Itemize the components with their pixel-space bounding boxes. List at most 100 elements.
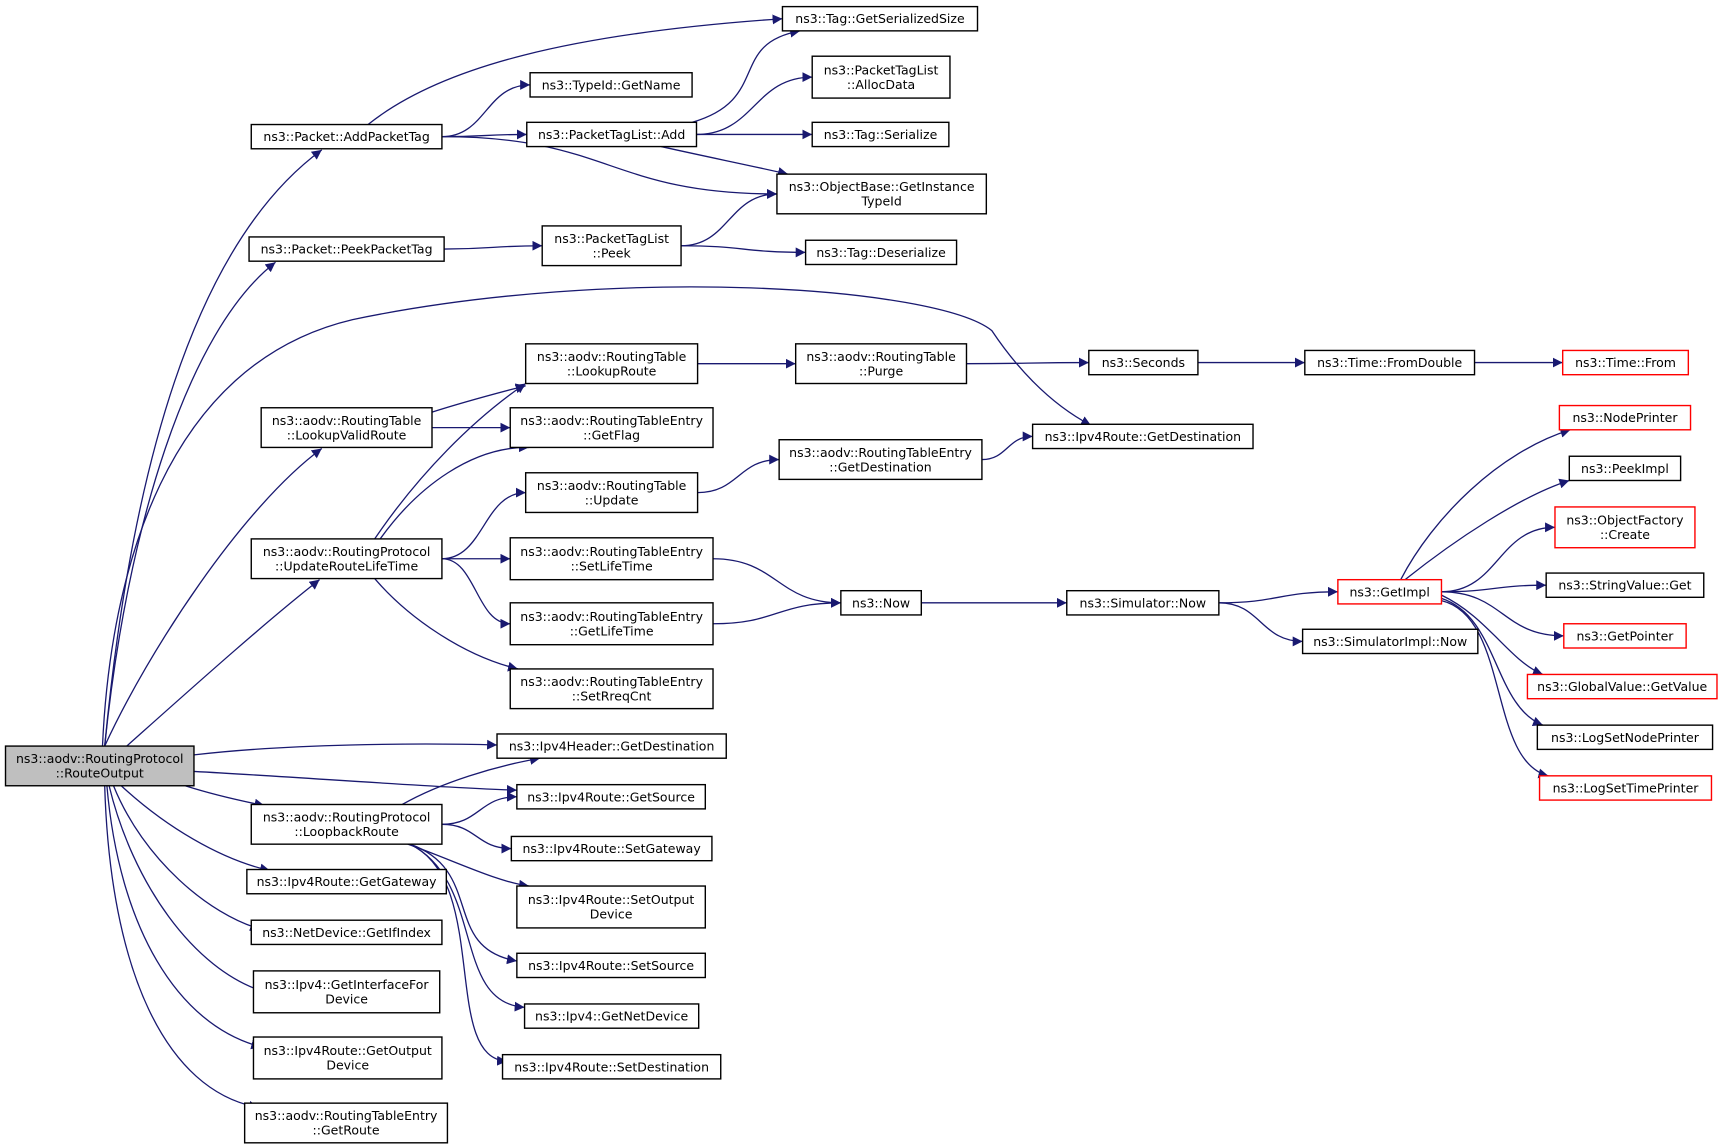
node-peekPacketTag[interactable]: ns3::Packet::PeekPacketTag	[248, 236, 445, 262]
node-ipv4HeaderGetDestination[interactable]: ns3::Ipv4Header::GetDestination	[496, 733, 727, 759]
node-allocData[interactable]: ns3::PacketTagList::AllocData	[811, 55, 951, 99]
node-label: ns3::TypeId::GetName	[542, 77, 681, 92]
node-ipv4RouteGetSource[interactable]: ns3::Ipv4Route::GetSource	[516, 783, 707, 810]
edge-line	[698, 454, 780, 493]
node-getLifeTime[interactable]: ns3::aodv::RoutingTableEntry::GetLifeTim…	[509, 602, 714, 646]
node-label: ns3::aodv::RoutingProtocol	[263, 544, 431, 559]
edge-getImpl-to-globalValueGetValue	[1441, 595, 1542, 676]
node-label: ns3::Tag::GetSerializedSize	[795, 11, 965, 26]
node-ipv4RouteGetGateway[interactable]: ns3::Ipv4Route::GetGateway	[246, 868, 448, 895]
node-box	[524, 472, 699, 514]
node-box	[1561, 349, 1690, 376]
node-updateRouteLifeTime[interactable]: ns3::aodv::RoutingProtocol::UpdateRouteL…	[250, 538, 443, 580]
node-label: ns3::aodv::RoutingTableEntry	[520, 413, 703, 428]
node-getImpl[interactable]: ns3::GetImpl	[1337, 578, 1443, 605]
node-fromDouble[interactable]: ns3::Time::FromDouble	[1304, 349, 1476, 376]
node-getFlag[interactable]: ns3::aodv::RoutingTableEntry::GetFlag	[509, 407, 714, 449]
node-logSetNodePrinter[interactable]: ns3::LogSetNodePrinter	[1536, 724, 1714, 751]
node-rtUpdate[interactable]: ns3::aodv::RoutingTable::Update	[524, 472, 699, 514]
node-label: Device	[590, 907, 633, 922]
node-setLifeTime[interactable]: ns3::aodv::RoutingTableEntry::SetLifeTim…	[509, 537, 714, 581]
node-packetTagListPeek[interactable]: ns3::PacketTagList::Peek	[541, 225, 682, 267]
node-box	[1526, 673, 1718, 700]
node-ipv4RouteSetSource[interactable]: ns3::Ipv4Route::SetSource	[516, 952, 707, 979]
edge-line	[105, 150, 322, 746]
node-ipv4RouteSetGateway[interactable]: ns3::Ipv4Route::SetGateway	[510, 835, 713, 862]
edge-line	[380, 442, 529, 538]
edge-line	[1441, 595, 1542, 676]
edge-line	[681, 189, 777, 246]
node-tagDeserialize[interactable]: ns3::Tag::Deserialize	[804, 239, 958, 266]
node-root[interactable]: ns3::aodv::RoutingProtocol::RouteOutput	[4, 745, 195, 787]
node-packetTagListAdd[interactable]: ns3::PacketTagList::Add	[526, 121, 698, 148]
node-lookupRoute[interactable]: ns3::aodv::RoutingTable::LookupRoute	[524, 343, 699, 385]
node-label: ns3::NetDevice::GetIfIndex	[262, 925, 431, 940]
node-timeFrom[interactable]: ns3::Time::From	[1561, 349, 1690, 376]
node-now[interactable]: ns3::Now	[840, 589, 923, 616]
node-getPointer[interactable]: ns3::GetPointer	[1563, 623, 1687, 649]
node-simulatorImplNow[interactable]: ns3::SimulatorImpl::Now	[1301, 628, 1479, 655]
node-tagGetSerializedSize[interactable]: ns3::Tag::GetSerializedSize	[781, 5, 979, 32]
node-ipv4RouteSetDestination[interactable]: ns3::Ipv4Route::SetDestination	[501, 1053, 722, 1080]
node-addPacketTag[interactable]: ns3::Packet::AddPacketTag	[250, 123, 443, 150]
edge-line	[442, 791, 517, 825]
edge-loopbackRoute-to-ipv4RouteSetGateway	[442, 824, 511, 854]
edge-simulatorNow-to-simulatorImplNow	[1219, 603, 1303, 647]
node-label: ns3::aodv::RoutingTable	[537, 478, 687, 493]
node-label: ::AllocData	[847, 77, 915, 92]
node-ipv4RouteGetDestination[interactable]: ns3::Ipv4Route::GetDestination	[1031, 423, 1254, 450]
node-label: ::Create	[1600, 527, 1650, 542]
edge-loopbackRoute-to-ipv4HeaderGetDestination	[402, 755, 540, 804]
node-rteGetDestination[interactable]: ns3::aodv::RoutingTableEntry::GetDestina…	[778, 439, 983, 481]
node-getIfIndex[interactable]: ns3::NetDevice::GetIfIndex	[250, 919, 443, 946]
node-box	[794, 343, 968, 385]
node-label: ns3::aodv::RoutingProtocol	[263, 810, 431, 825]
node-label: Device	[326, 1058, 369, 1073]
node-label: ns3::Ipv4Route::GetSource	[527, 789, 695, 804]
node-stringValueGet[interactable]: ns3::StringValue::Get	[1545, 572, 1705, 599]
node-box	[260, 407, 433, 449]
node-typeIdGetName[interactable]: ns3::TypeId::GetName	[529, 72, 693, 98]
node-loopbackRoute[interactable]: ns3::aodv::RoutingProtocol::LoopbackRout…	[250, 803, 443, 845]
node-label: ns3::Now	[852, 595, 910, 610]
node-box	[252, 970, 441, 1014]
edge-updateRouteLifeTime-to-setRreqCnt	[375, 579, 518, 672]
node-label: ns3::GlobalValue::GetValue	[1537, 679, 1707, 694]
node-logSetTimePrinter[interactable]: ns3::LogSetTimePrinter	[1538, 775, 1713, 801]
edge-line	[102, 287, 1091, 746]
node-peekImpl[interactable]: ns3::PeekImpl	[1568, 455, 1682, 482]
edge-root-to-updateRouteLifeTime	[127, 580, 320, 746]
node-nodePrinter[interactable]: ns3::NodePrinter	[1558, 404, 1692, 431]
node-label: ns3::StringValue::Get	[1558, 578, 1691, 593]
edge-line	[1441, 522, 1555, 591]
node-setRreqCnt[interactable]: ns3::aodv::RoutingTableEntry::SetRreqCnt	[509, 668, 714, 710]
edge-line	[661, 147, 788, 177]
edge-root-to-ipv4RouteGetSource	[194, 771, 517, 795]
node-getRoute[interactable]: ns3::aodv::RoutingTableEntry::GetRoute	[243, 1102, 449, 1144]
node-label: ns3::PacketTagList	[824, 62, 939, 77]
node-box	[248, 236, 445, 262]
edge-rtUpdate-to-rteGetDestination	[698, 454, 780, 493]
node-seconds[interactable]: ns3::Seconds	[1088, 349, 1199, 376]
node-tagSerialize[interactable]: ns3::Tag::Serialize	[811, 121, 950, 148]
node-purge[interactable]: ns3::aodv::RoutingTable::Purge	[794, 343, 968, 385]
edge-line	[692, 27, 800, 122]
node-label: ns3::aodv::RoutingTable	[806, 349, 956, 364]
node-ipv4GetNetDevice[interactable]: ns3::Ipv4::GetNetDevice	[523, 1003, 700, 1029]
edge-packetTagListAdd-to-tagGetSerializedSize	[692, 27, 800, 122]
node-label: ns3::aodv::RoutingTable	[272, 413, 422, 428]
node-simulatorNow[interactable]: ns3::Simulator::Now	[1066, 589, 1220, 616]
edge-line	[185, 786, 264, 809]
node-objectFactoryCreate[interactable]: ns3::ObjectFactory::Create	[1554, 506, 1696, 549]
edge-addPacketTag-to-getInstanceTypeId	[442, 137, 777, 199]
node-lookupValidRoute[interactable]: ns3::aodv::RoutingTable::LookupValidRout…	[260, 407, 433, 449]
node-label: ns3::PacketTagList	[554, 231, 669, 246]
node-globalValueGetValue[interactable]: ns3::GlobalValue::GetValue	[1526, 673, 1718, 700]
edge-updateRouteLifeTime-to-rtUpdate	[442, 487, 526, 559]
edge-addPacketTag-to-typeIdGetName	[442, 79, 530, 137]
edge-packetTagListAdd-to-allocData	[696, 72, 812, 134]
